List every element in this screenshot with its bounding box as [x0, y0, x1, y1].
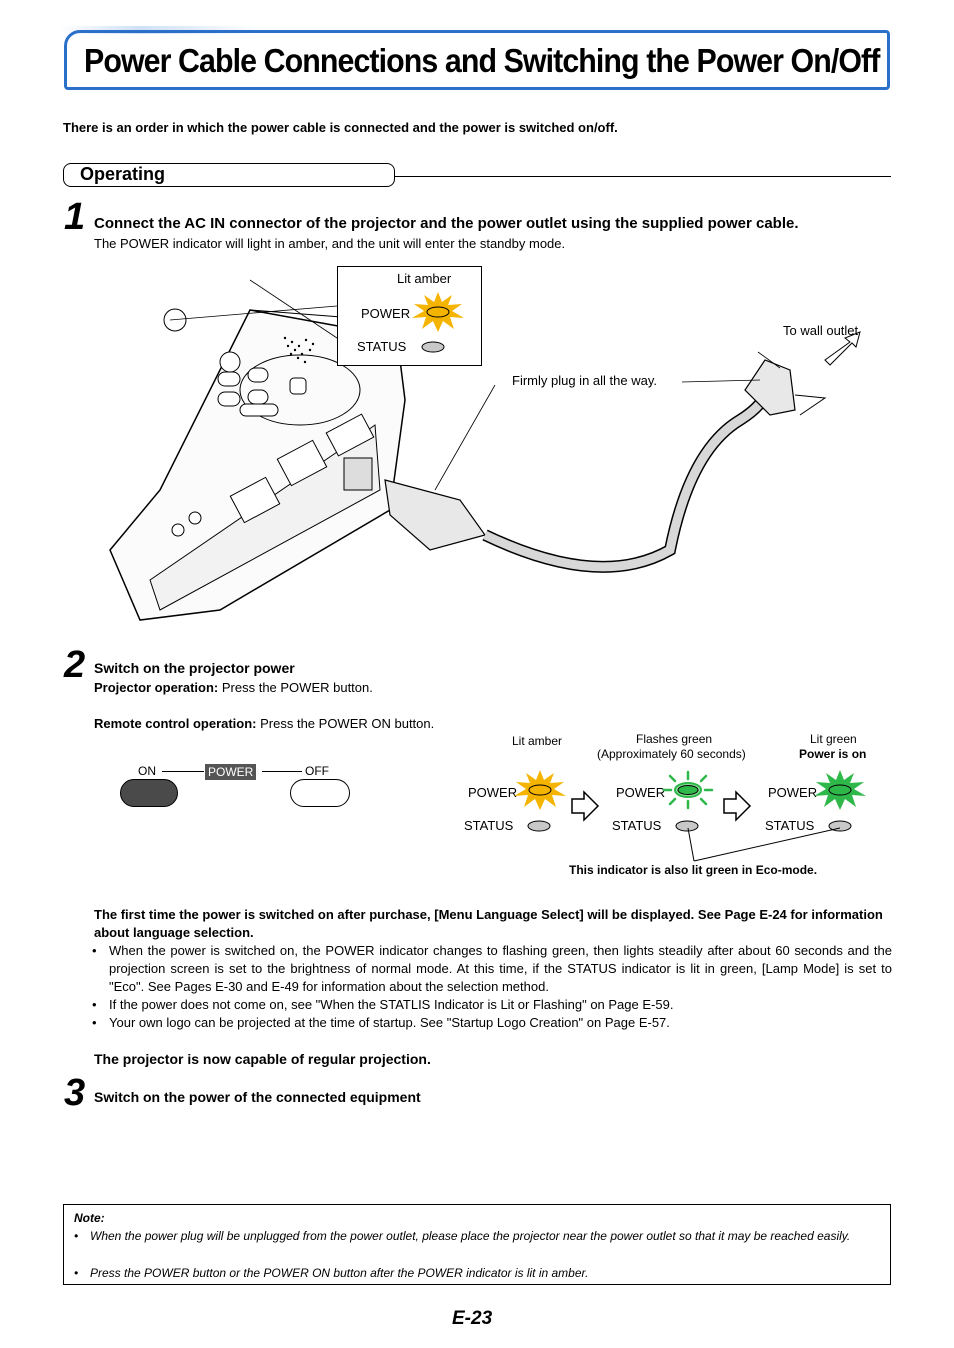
seq-power-label: POWER [768, 785, 818, 800]
seq-power-label: POWER [616, 785, 666, 800]
remote-operation-label: Remote control operation: [94, 716, 257, 731]
note-item: •When the power plug will be unplugged f… [74, 1229, 851, 1243]
step-number: 1 [64, 196, 86, 238]
section-frame [63, 163, 395, 187]
off-line [262, 771, 302, 772]
step1-heading: Connect the AC IN connector of the proje… [94, 215, 799, 232]
step-number: 3 [64, 1072, 86, 1114]
seq-approx: (Approximately 60 seconds) [597, 747, 746, 761]
status-off-icon [828, 820, 852, 832]
amber-burst-icon [514, 770, 566, 810]
amber-burst-icon [412, 292, 464, 332]
step2-heading: Switch on the projector power [94, 660, 295, 676]
wall-outlet-label: To wall outlet [783, 323, 859, 338]
seq-status-label: STATUS [464, 818, 514, 833]
page-title: Power Cable Connections and Switching th… [84, 42, 880, 79]
note-box [63, 1204, 891, 1285]
seq-status-label: STATUS [765, 818, 815, 833]
section-rule [395, 176, 891, 177]
capable-text: The projector is now capable of regular … [94, 1051, 431, 1067]
remote-operation-text: Press the POWER ON button. [256, 716, 435, 731]
note-title: Note: [74, 1211, 105, 1225]
seq-power-is-on: Power is on [799, 747, 867, 761]
title-frame [64, 30, 890, 90]
on-line [162, 771, 204, 772]
on-label: ON [138, 764, 156, 778]
eco-leader-lines [687, 827, 841, 862]
first-time-note: The first time the power is switched on … [94, 907, 883, 940]
flashing-green-icon [662, 770, 714, 810]
step3-heading: Switch on the power of the connected equ… [94, 1089, 421, 1105]
step-number: 2 [64, 644, 86, 686]
firmly-plug-label: Firmly plug in all the way. [512, 373, 657, 388]
step1-text: The POWER indicator will light in amber,… [94, 236, 566, 251]
seq-lit-green: Lit green [810, 732, 857, 746]
power-on-button[interactable] [120, 779, 178, 807]
list-item: •Your own logo can be projected at the t… [92, 1015, 670, 1030]
power-label: POWER [361, 306, 411, 321]
seq-status-label: STATUS [612, 818, 662, 833]
section-title: Operating [80, 164, 166, 184]
eco-note: This indicator is also lit green in Eco-… [569, 863, 818, 877]
power-off-button[interactable] [290, 779, 350, 807]
green-burst-icon [814, 770, 866, 810]
status-label: STATUS [357, 339, 407, 354]
off-label: OFF [305, 764, 329, 778]
list-item: •If the power does not come on, see "Whe… [92, 997, 674, 1012]
status-off-icon [527, 820, 551, 832]
projector-operation-label: Projector operation: [94, 680, 219, 695]
remote-operation: Remote control operation: Press the POWE… [94, 716, 434, 731]
note-item: •Press the POWER button or the POWER ON … [74, 1266, 589, 1280]
seq-lit-amber: Lit amber [512, 734, 563, 748]
projector-operation: Projector operation: Press the POWER but… [94, 680, 373, 695]
list-item: •When the power is switched on, the POWE… [92, 943, 892, 994]
lit-amber-label: Lit amber [397, 271, 452, 286]
projector-cable-illustration [109, 279, 861, 621]
seq-power-label: POWER [468, 785, 518, 800]
seq-flashes-green: Flashes green [636, 732, 713, 746]
right-arrow-icon [723, 790, 752, 822]
intro-text: There is an order in which the power cab… [63, 120, 618, 135]
projector-operation-text: Press the POWER button. [218, 680, 373, 695]
right-arrow-icon [571, 790, 600, 822]
remote-power-label: POWER [205, 764, 257, 780]
page-number: E-23 [452, 1308, 493, 1329]
status-off-icon [421, 341, 445, 353]
status-off-icon [675, 820, 699, 832]
